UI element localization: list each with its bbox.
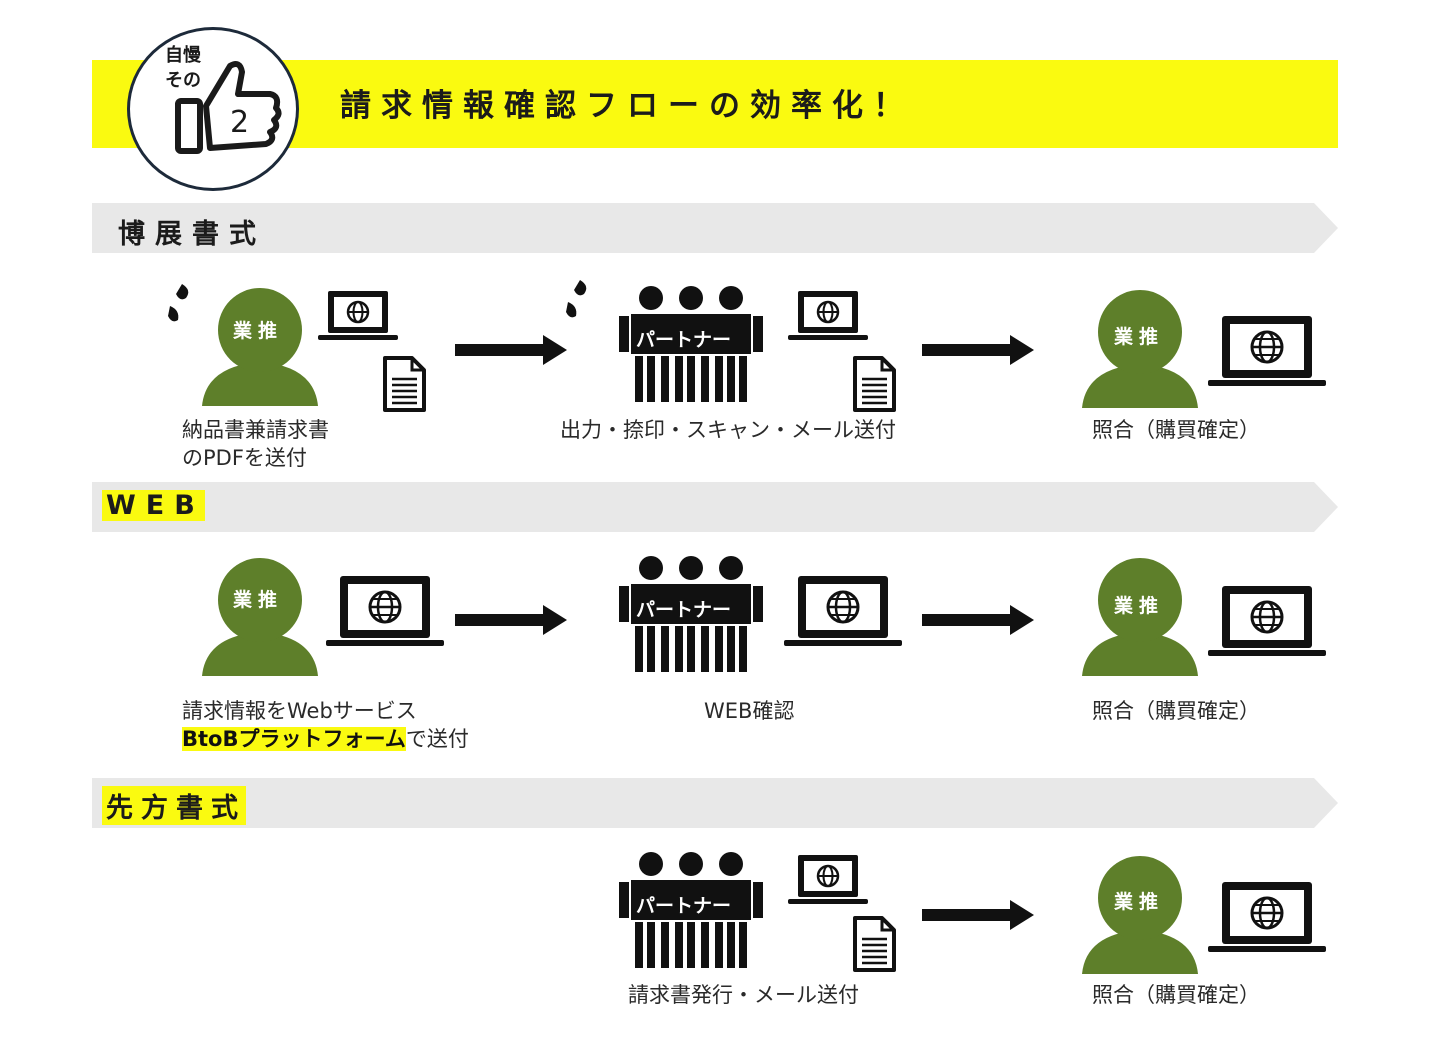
laptop-icon: [786, 289, 870, 342]
laptop-icon: [1206, 314, 1328, 388]
caption: WEB確認: [704, 699, 795, 723]
section-bar-web: WEB: [92, 482, 1338, 532]
section-label: WEB: [102, 490, 205, 521]
caption-line: 納品書兼請求書: [182, 418, 329, 442]
caption-tail: で送付: [405, 727, 469, 751]
person-icon: [1082, 856, 1198, 974]
badge-text-line1: 自慢: [165, 45, 201, 66]
partner-label: パートナー: [636, 599, 731, 621]
person-icon: [1082, 558, 1198, 676]
document-icon: [853, 916, 896, 972]
caption-line: のPDFを送付: [182, 446, 307, 470]
badge-number: 2: [230, 105, 249, 140]
partner-label: パートナー: [636, 895, 731, 917]
title-banner: [92, 60, 1338, 148]
caption: 請求書発行・メール送付: [628, 983, 859, 1007]
document-icon: [853, 356, 896, 412]
caption-line: 請求情報をWebサービス: [182, 699, 417, 723]
caption-line: BtoBプラットフォームで送付: [182, 725, 469, 753]
section-label: 先方書式: [102, 786, 246, 825]
person-label: 業推: [1113, 325, 1164, 348]
laptop-icon: [782, 574, 904, 648]
sweat-icon: [168, 284, 189, 322]
person-icon: [1082, 290, 1198, 408]
arrow-icon: [922, 335, 1034, 365]
section-label: 博展書式: [118, 219, 266, 250]
arrow-icon: [455, 335, 567, 365]
partner-label: パートナー: [636, 329, 731, 351]
caption: 照合（購買確定）: [1092, 418, 1260, 442]
document-icon: [383, 356, 426, 412]
person-icon: [202, 558, 318, 676]
arrow-icon: [922, 900, 1034, 930]
badge-text-line2: その: [165, 70, 201, 91]
caption: 照合（購買確定）: [1092, 983, 1260, 1007]
arrow-icon: [455, 605, 567, 635]
person-label: 業推: [1113, 594, 1164, 617]
highlighted-text: BtoBプラットフォーム: [182, 727, 406, 751]
person-label: 業推: [1113, 890, 1164, 913]
thumbs-up-icon: 2: [175, 61, 282, 154]
person-icon: [202, 288, 318, 406]
laptop-icon: [324, 574, 446, 648]
caption: 照合（購買確定）: [1092, 699, 1260, 723]
laptop-icon: [316, 289, 400, 342]
laptop-icon: [786, 853, 870, 906]
badge-circle: [127, 27, 299, 191]
page-title: 請求情報確認フローの効率化！: [340, 88, 914, 124]
laptop-icon: [1206, 880, 1328, 954]
section-bar-hakuten: 博展書式: [92, 203, 1338, 253]
person-label: 業推: [232, 319, 283, 342]
sweat-icon: [566, 280, 587, 318]
caption: 出力・捺印・スキャン・メール送付: [560, 418, 896, 442]
arrow-icon: [922, 605, 1034, 635]
section-bar-senpou: 先方書式: [92, 778, 1338, 828]
laptop-icon: [1206, 584, 1328, 658]
person-label: 業推: [232, 588, 283, 611]
